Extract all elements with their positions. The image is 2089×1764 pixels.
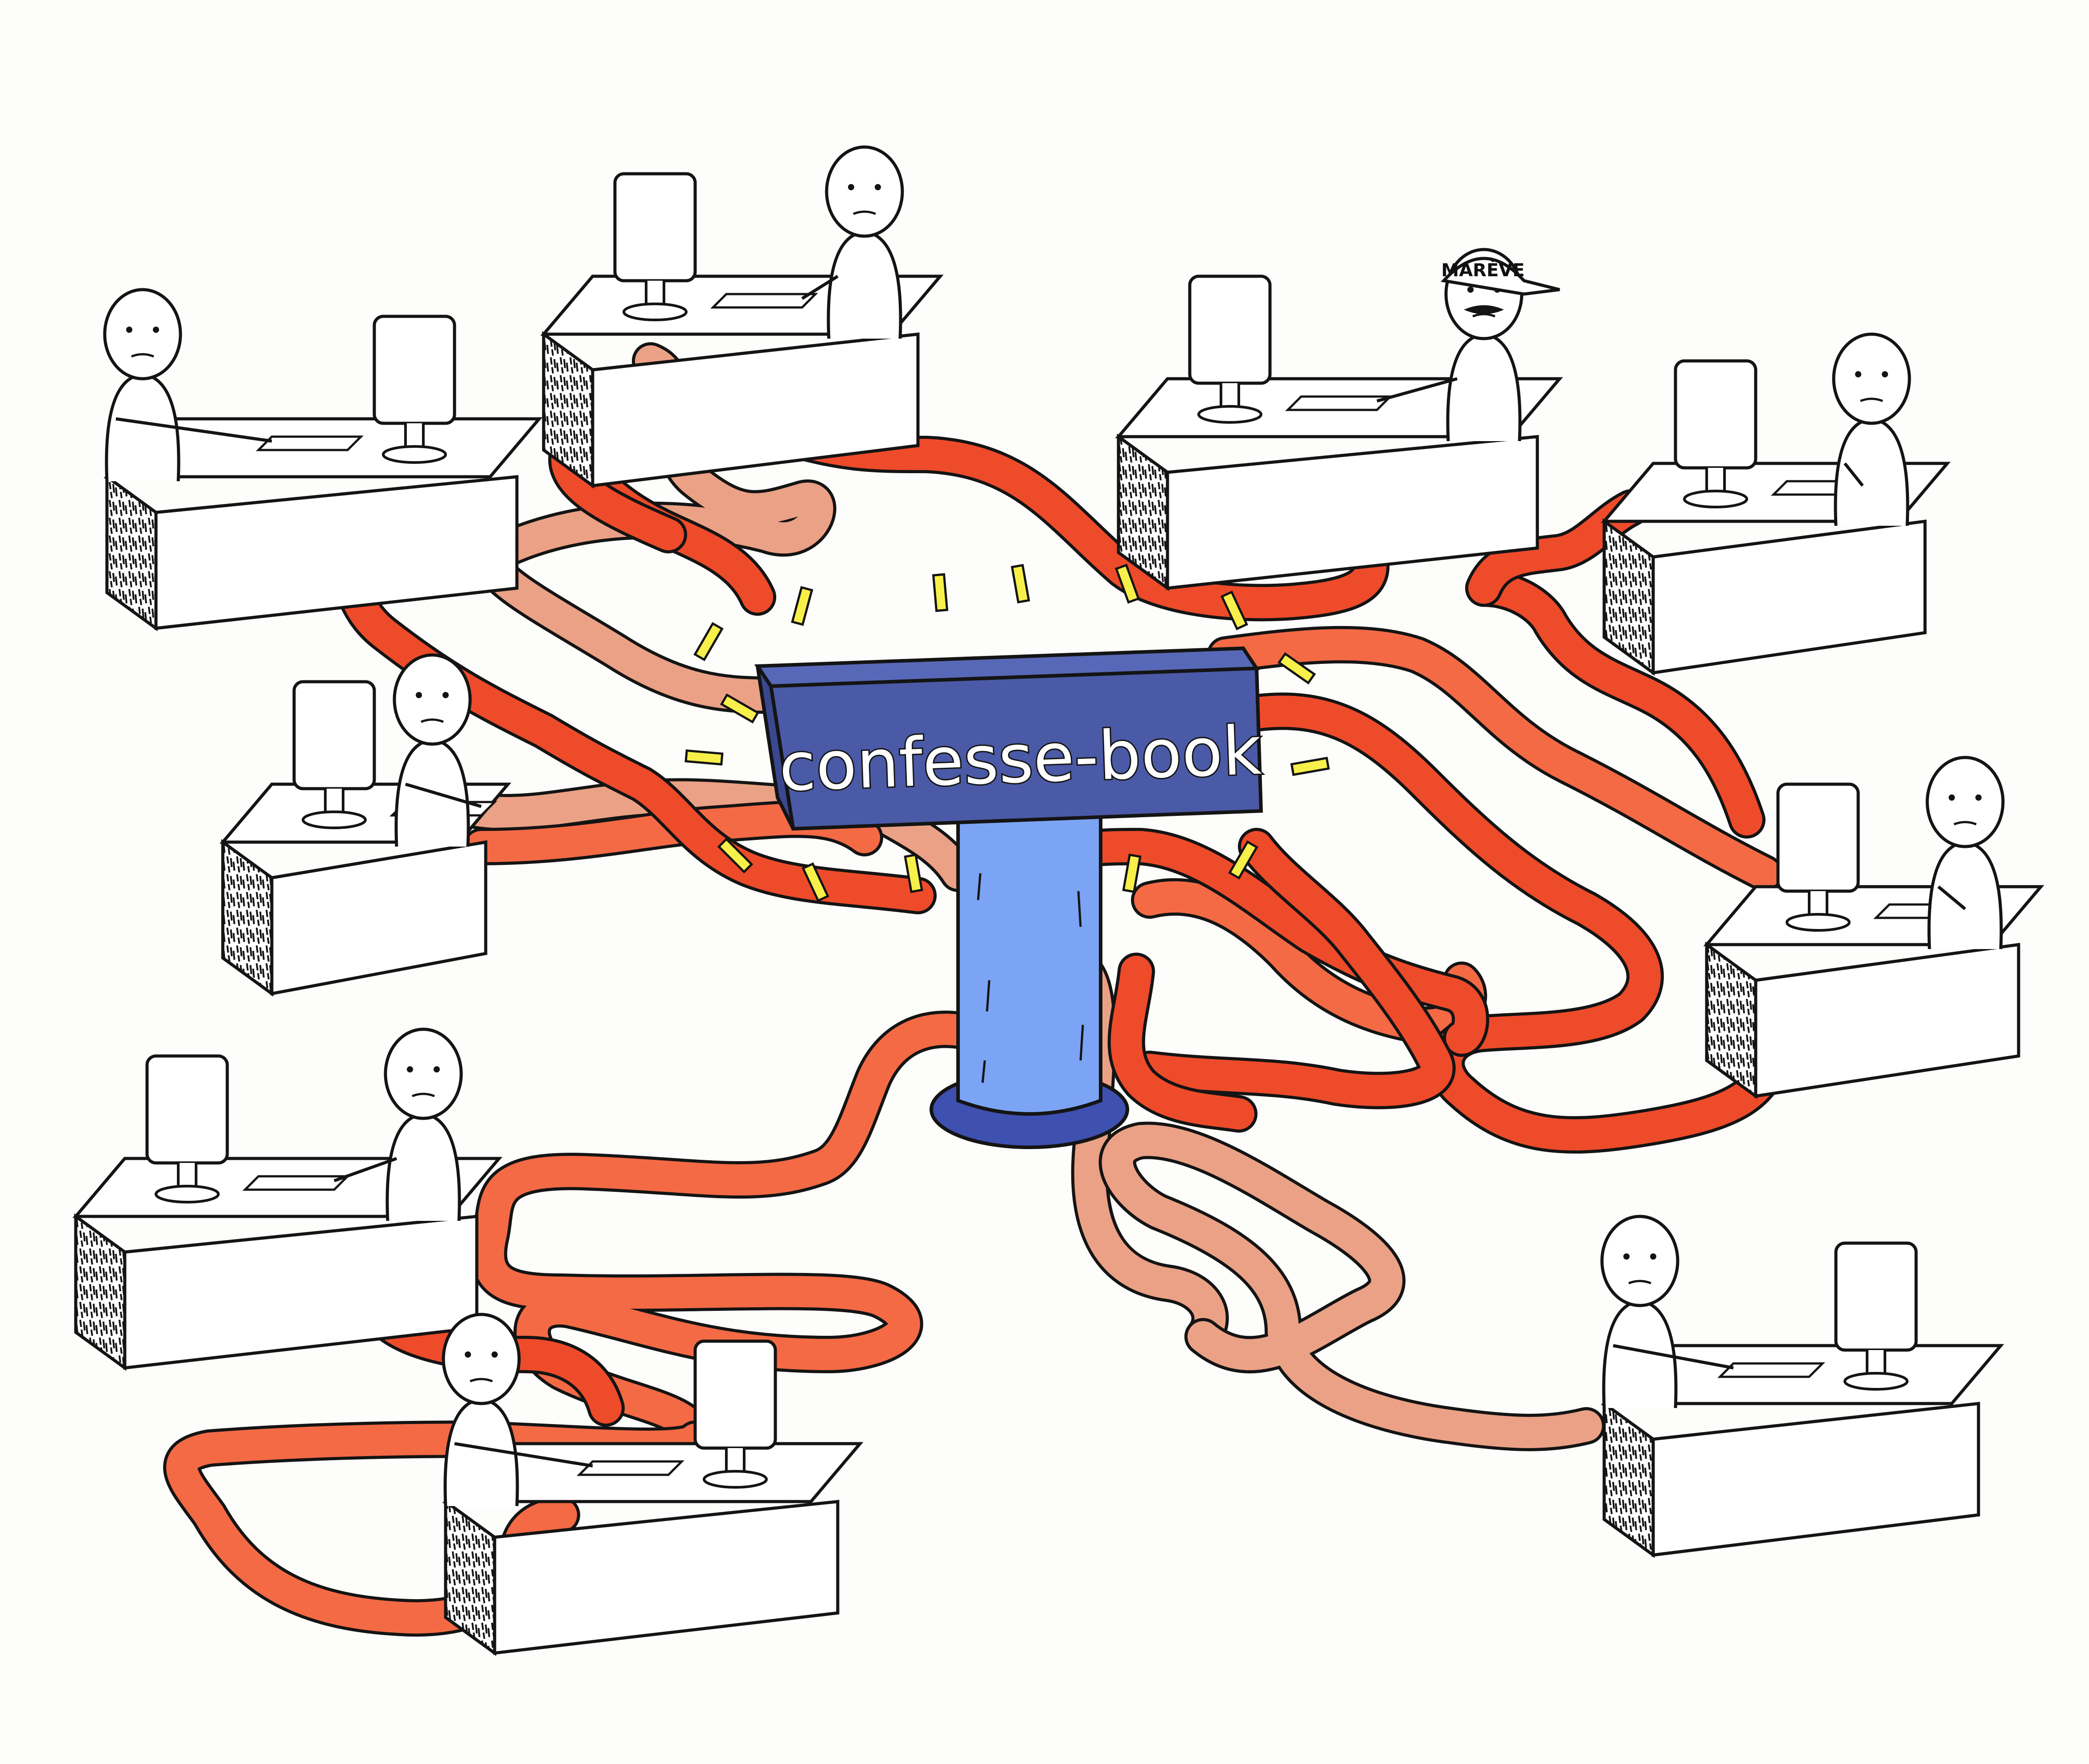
- desk-front: [154, 475, 519, 630]
- workstation-top-center-striped: [540, 145, 944, 489]
- cap-text: MARÈVE: [1441, 259, 1524, 281]
- server-glow-marks: [684, 564, 1330, 902]
- person: [1832, 332, 1911, 526]
- network-cable: [1465, 569, 1765, 839]
- workstation-top-left-chubby: [103, 288, 543, 631]
- person: [393, 653, 482, 847]
- network-cable: [1207, 626, 1783, 892]
- network-cable: [1131, 828, 1456, 1109]
- desk-front: [1651, 520, 1927, 675]
- server-label: confesse-book: [778, 712, 1262, 806]
- glow-mark: [904, 853, 923, 893]
- person: [103, 288, 272, 482]
- workstation-bottom-right-longhair: [1600, 1215, 2004, 1558]
- monitor: [613, 172, 697, 321]
- workstation-bottom-center-baby: [442, 1313, 864, 1656]
- desk-side: [1602, 518, 1655, 676]
- network-cable: [1107, 953, 1257, 1133]
- monitor: [145, 1054, 229, 1203]
- network-cable: [1238, 692, 1792, 1154]
- monitor: [1776, 782, 1860, 932]
- network-cable: [1098, 1121, 1605, 1451]
- glow-mark: [791, 586, 814, 626]
- desk-front: [591, 332, 920, 487]
- monitor: [292, 680, 376, 829]
- desk-front: [1754, 942, 2020, 1098]
- glow-mark: [1277, 652, 1316, 685]
- desk-front: [270, 840, 487, 996]
- server-box-side: [756, 665, 795, 830]
- network-cables: [163, 342, 1792, 1637]
- network-cable: [474, 342, 836, 714]
- desk-side: [105, 474, 158, 631]
- glow-mark: [1114, 564, 1140, 604]
- glow-mark: [717, 837, 754, 874]
- person: [801, 145, 904, 339]
- monitor: [1834, 1241, 1918, 1391]
- desk-side: [221, 839, 274, 997]
- workstation-left-old-man: [72, 1027, 503, 1371]
- keyboard: [576, 1460, 685, 1476]
- network-cable: [470, 1011, 995, 1458]
- workstation-far-right-bald: [1601, 332, 1951, 676]
- monitor: [373, 315, 456, 464]
- keyboard: [1285, 395, 1393, 411]
- workstation-left-girl-pigtails: [219, 653, 512, 997]
- glow-mark: [932, 573, 949, 612]
- desk-side: [74, 1213, 127, 1371]
- desk-side: [1602, 1400, 1655, 1558]
- cap: MARÈVE: [1441, 257, 1560, 314]
- workstation-right-woman: [1703, 756, 2044, 1099]
- keyboard: [242, 1175, 351, 1191]
- glow-mark: [693, 622, 724, 662]
- glow-mark: [1011, 564, 1030, 604]
- desk-front: [1166, 435, 1539, 590]
- desk-front: [493, 1500, 840, 1655]
- workstations: MARÈVE: [72, 145, 2044, 1656]
- glow-mark: [720, 693, 760, 724]
- server-pillar: [956, 809, 1102, 1116]
- glow-mark: [1290, 757, 1330, 776]
- monitor: [693, 1339, 777, 1489]
- glow-mark: [684, 749, 724, 766]
- glow-mark: [1228, 840, 1258, 880]
- central-server: confesse-book: [684, 564, 1330, 1149]
- keyboard: [1717, 1362, 1826, 1378]
- mustache: [1464, 305, 1504, 314]
- keyboard: [710, 293, 819, 309]
- workstation-top-right-cap: [1115, 248, 1563, 591]
- person: [442, 1313, 593, 1506]
- network-cable: [302, 516, 937, 914]
- monitor: [1674, 359, 1757, 508]
- person: [333, 1027, 463, 1221]
- keyboard: [255, 435, 364, 451]
- person: [1600, 1215, 1734, 1408]
- network-cable: [1024, 828, 1489, 1057]
- person: [1925, 756, 2005, 950]
- desk-front: [1651, 1402, 1980, 1557]
- glow-mark: [1122, 853, 1142, 893]
- glow-mark: [801, 862, 830, 902]
- glow-mark: [1220, 590, 1249, 630]
- monitor: [1188, 274, 1272, 424]
- desk-side: [1705, 941, 1757, 1099]
